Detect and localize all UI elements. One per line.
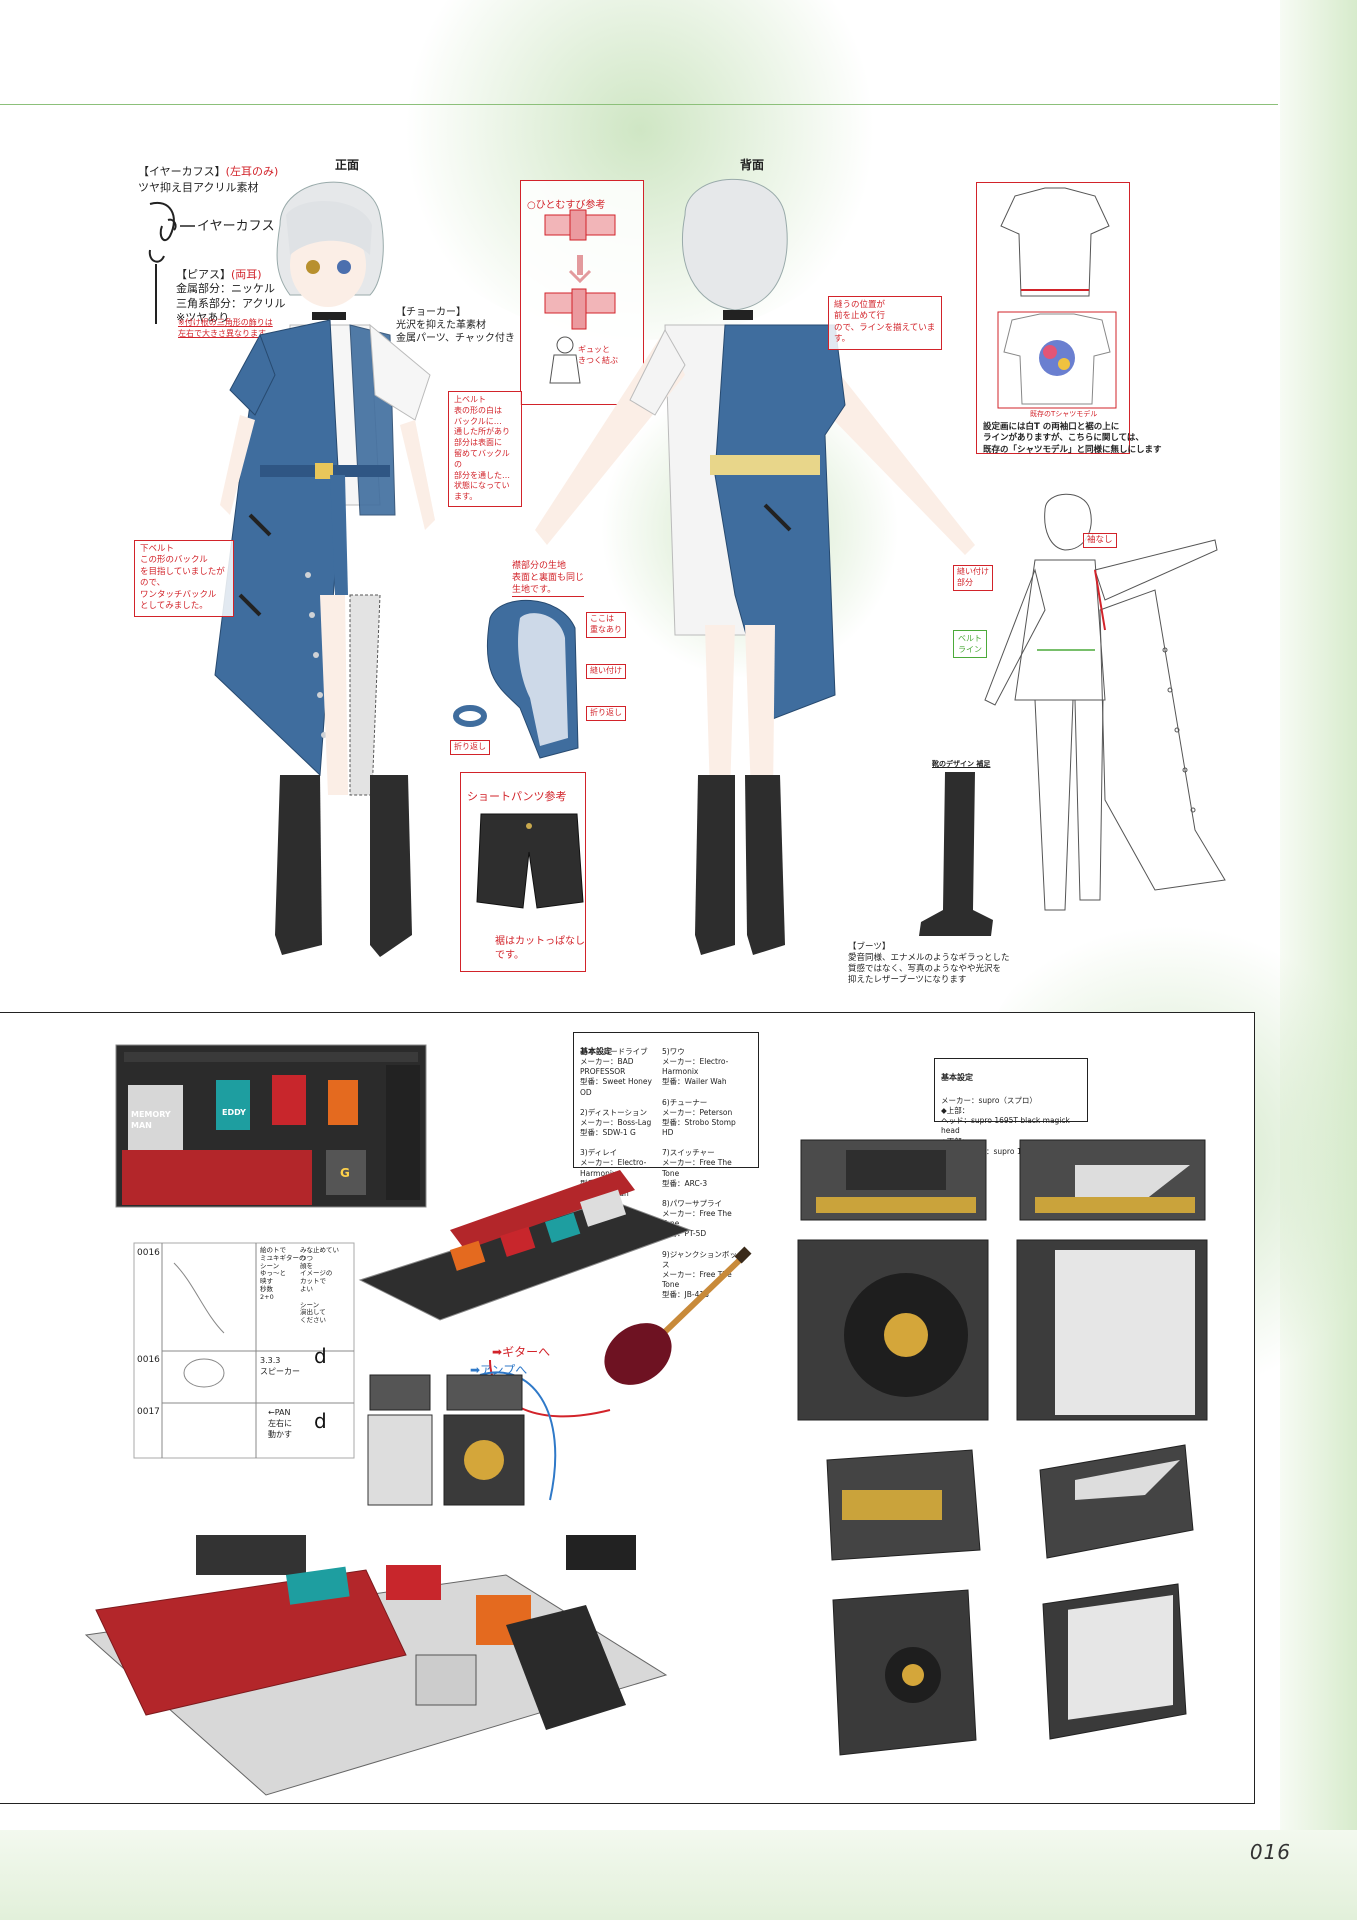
shirt-model-caption: 既存のTシャツモデル bbox=[1030, 410, 1098, 418]
pedal-memory-man: MEMORY MAN bbox=[131, 1110, 171, 1130]
choker-title: 【チョーカー】 bbox=[396, 307, 466, 318]
amp-spec-title: 基本設定 bbox=[941, 1073, 973, 1083]
outfit-underside-sketch bbox=[984, 493, 1226, 911]
earcuff-note: 【イヤーカフス】(左耳のみ) ツヤ抑え目アクリル素材 bbox=[138, 163, 278, 195]
view-label-back: 背面 bbox=[740, 158, 765, 172]
pedalboard-large-view bbox=[84, 1535, 668, 1796]
pierce-title: 【ピアス】 bbox=[176, 268, 231, 281]
storyboard-sketch: d d bbox=[133, 1242, 355, 1459]
storyboard-cut-1: 0016 bbox=[137, 1248, 160, 1258]
back-stitch-note: 縫うの位置が 前を止めて行 ので、ラインを揃えています。 bbox=[828, 296, 942, 350]
pierce-note: 【ピアス】(両耳) 金属部分：ニッケル 三角系部分：アクリル ※ツヤあり bbox=[176, 268, 285, 325]
shorts-title: ショートパンツ参考 bbox=[467, 789, 567, 803]
pedal-eddy: EDDY bbox=[222, 1108, 246, 1117]
view-label-front: 正面 bbox=[335, 158, 360, 172]
storyboard-cut-2: 0016 bbox=[137, 1355, 160, 1365]
boot-design-label: 靴のデザイン 補足 bbox=[932, 760, 991, 768]
lower-belt-note: 下ベルト この形のバックル を目指していましたが ので、 ワンタッチバックル と… bbox=[134, 540, 234, 617]
shirt-sketch bbox=[1000, 187, 1110, 297]
svg-text:d: d bbox=[314, 1344, 327, 1368]
belt-tie-sketch bbox=[544, 209, 616, 384]
earcuff-title-note: (左耳のみ) bbox=[225, 165, 279, 178]
character-front bbox=[214, 181, 435, 957]
cable-to-guitar: ➡ギターへ bbox=[492, 1345, 551, 1359]
earcuff-arrow-label: イヤーカフス bbox=[197, 219, 275, 234]
shirt-model-text: 設定画には白T の両袖口と裾の上に ラインがありますが、こちらに関しては、 既存… bbox=[983, 422, 1162, 455]
sleeve-note: 袖なし bbox=[1083, 533, 1117, 549]
pierce-title-note: (両耳) bbox=[231, 268, 262, 281]
stitch-part-note: 縫い付け 部分 bbox=[953, 565, 993, 591]
pedalboard-3d-view bbox=[358, 1170, 692, 1321]
choker-desc: 光沢を抑えた革素材 金属パーツ、チャック付き bbox=[396, 320, 515, 344]
upper-belt-note: 上ベルト 表の形の白は バックルに… 通した所があり 部分は表面に 留めてバック… bbox=[448, 391, 522, 507]
storyboard-text-4: ←PAN 左右に 動かす bbox=[268, 1408, 292, 1439]
amp-cabinet-angle bbox=[832, 1589, 977, 1756]
pedalboard-top-view bbox=[115, 1044, 427, 1208]
boot-sketch bbox=[919, 772, 993, 936]
svg-text:d: d bbox=[314, 1409, 327, 1433]
boots-note: 【ブーツ】 愛音同様、エナメルのようなギラっとした 質感ではなく、写真のようなや… bbox=[848, 942, 1010, 986]
pedal-spec-title: 基本設定 bbox=[580, 1047, 612, 1057]
cable-to-guitar-text: ギターへ bbox=[502, 1345, 551, 1359]
cuff-fold-note: 折り返し bbox=[450, 740, 490, 755]
storyboard-text-1: 絵のトで ミユキギターの シーン ゆっ～と 映す 秒数 2+0 bbox=[260, 1246, 306, 1301]
shirt-model-render bbox=[997, 311, 1117, 409]
amp-head-angle bbox=[826, 1449, 981, 1561]
page-number: 016 bbox=[1249, 1840, 1291, 1864]
choker-note: 【チョーカー】 光沢を抑えた革素材 金属パーツ、チャック付き bbox=[396, 306, 515, 345]
pierce-red-note: ※付け根の三角形の飾りは 左右で大きさ異なります bbox=[178, 318, 273, 338]
header-rule bbox=[0, 104, 1278, 105]
amp-stack-front-alt bbox=[1016, 1139, 1208, 1421]
pierce-lines: 金属部分：ニッケル 三角系部分：アクリル ※ツヤあり bbox=[176, 282, 286, 324]
amp-spec-box: 基本設定 メーカー：supro（スプロ） ◆上部： ヘッド：supro 1695… bbox=[934, 1058, 1088, 1166]
hood-seam-note: ここは 重なあり bbox=[586, 612, 626, 638]
hood-fold-note: 折り返し bbox=[586, 706, 626, 721]
earcuff-sketch bbox=[148, 201, 195, 324]
belt-tie-title: ○ひとむすび参考 bbox=[527, 199, 606, 211]
storyboard-text-3: 3.3.3 スピーカー bbox=[260, 1356, 300, 1376]
belt-tie-small-note: ギュッと きつく結ぶ bbox=[578, 345, 618, 365]
amp-stack-front bbox=[797, 1139, 989, 1421]
pedal-spec-box: 基本設定 1)オーバードライブ メーカー：BAD PROFESSOR 型番：Sw… bbox=[573, 1032, 759, 1299]
amp-head-angle-alt bbox=[1039, 1444, 1194, 1559]
hood-note: 襟部分の生地 表面と裏面も同じ 生地です。 bbox=[512, 560, 585, 598]
earcuff-desc: ツヤ抑え目アクリル素材 bbox=[138, 181, 259, 194]
character-back bbox=[535, 178, 975, 955]
pedal-spec-col2: 5)ワウ メーカー：Electro-Harmonix 型番：Wailer Wah… bbox=[662, 1047, 745, 1299]
hood-sew-note: 縫い付け bbox=[586, 664, 626, 679]
shorts-note: 裾はカットっぱなし です。 bbox=[495, 936, 585, 961]
guitar bbox=[604, 1246, 752, 1385]
shorts-sketch bbox=[476, 813, 584, 909]
boots-desc: 愛音同様、エナメルのようなギラっとした 質感ではなく、写真のようなやや光沢を 抑… bbox=[848, 953, 1010, 986]
earcuff-title: 【イヤーカフス】 bbox=[138, 165, 226, 178]
boots-title: 【ブーツ】 bbox=[848, 942, 891, 952]
footer-strip bbox=[0, 1830, 1357, 1920]
storyboard-text-2: みな止めてい つつ 顔を イメージの カットで よい シーン 演出して ください bbox=[300, 1246, 339, 1325]
storyboard-cut-3: 0017 bbox=[137, 1407, 160, 1417]
mini-amp-stack bbox=[367, 1374, 525, 1506]
belt-line-note: ベルト ライン bbox=[953, 630, 987, 658]
amp-cabinet-angle-alt bbox=[1042, 1583, 1187, 1740]
pedal-tuner: G bbox=[340, 1166, 350, 1180]
hood-sketch bbox=[453, 599, 579, 759]
